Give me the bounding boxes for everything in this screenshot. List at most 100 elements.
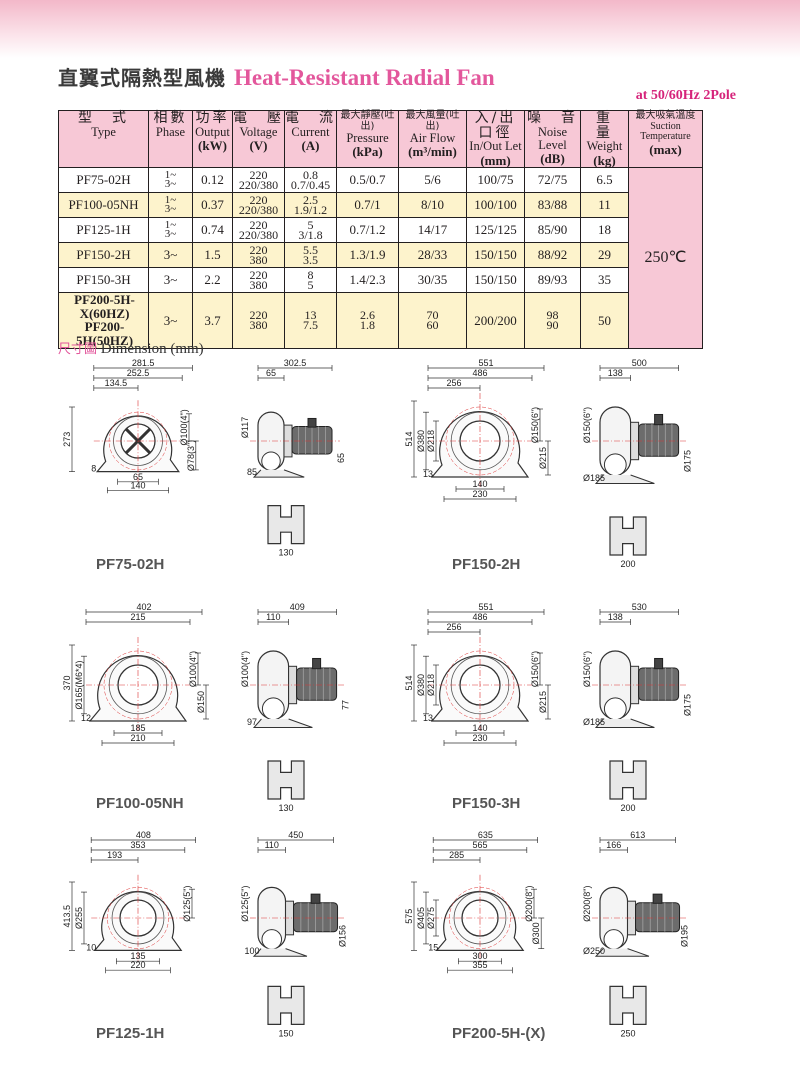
table-cell: 0.7/1 xyxy=(336,192,399,219)
dimension-label: 13 xyxy=(423,469,433,479)
dimension-label: Ø150(6") xyxy=(582,407,592,443)
table-cell: 85/90 xyxy=(524,217,581,244)
column-label-en: Output xyxy=(195,124,230,139)
model-label: PF75-02H xyxy=(96,556,165,573)
table-cell: 50 xyxy=(580,292,629,349)
dimension-label: 130 xyxy=(278,803,293,813)
dimension-label: Ø125(5") xyxy=(240,885,250,921)
dimension-label: Ø380 xyxy=(416,674,426,696)
dimension-label: 65 xyxy=(266,368,276,378)
dimension-label: 230 xyxy=(472,733,487,743)
dimension-label: Ø250 xyxy=(583,946,605,956)
dimension-label: Ø218 xyxy=(426,430,436,452)
dimension-label: Ø255 xyxy=(74,907,84,929)
model-label: PF150-3H xyxy=(452,795,521,812)
dimension-label: 486 xyxy=(472,368,487,378)
dimension-label: 250 xyxy=(620,1028,635,1038)
header-band xyxy=(0,0,800,58)
table-cell: PF200-5H-X(60HZ)PF200-5H(50HZ) xyxy=(58,292,149,349)
dimension-label: Ø100(4") xyxy=(179,409,189,445)
table-cell: 0.37 xyxy=(192,192,233,219)
dimension-label: 281.5 xyxy=(132,358,155,368)
dimension-label: 514 xyxy=(404,675,414,690)
dimension-label: 302.5 xyxy=(284,358,307,368)
model-label: PF100-05NH xyxy=(96,795,184,812)
column-label-en: Current xyxy=(291,124,330,139)
column-label-zh: 電 流 xyxy=(285,110,336,126)
column-label-zh: 噪 音 xyxy=(527,110,578,126)
dimension-label: 140 xyxy=(130,480,145,490)
column-unit: (kW) xyxy=(198,137,227,153)
table-cell: 89/93 xyxy=(524,267,581,294)
dimension-label: 252.5 xyxy=(127,368,150,378)
column-label-zh: 最大風量(吐出) xyxy=(405,110,460,132)
column-label-zh: 型 式 xyxy=(78,110,129,126)
base-foot xyxy=(267,505,305,545)
column-label-en: In/Out Let xyxy=(469,139,522,154)
dimension-label: 65 xyxy=(133,472,143,482)
dimension-label: 551 xyxy=(478,358,493,368)
table-cell: 83/88 xyxy=(524,192,581,219)
table-cell: 150/150 xyxy=(466,242,525,269)
dimension-label: Ø150(6") xyxy=(530,651,540,687)
dimension-label: 565 xyxy=(472,840,487,850)
dimension-label: 635 xyxy=(478,830,493,840)
dimension-label: 110 xyxy=(265,840,279,850)
dimension-heading-zh: 尺寸圖 xyxy=(58,342,98,357)
table-cell: 72/75 xyxy=(524,167,581,194)
dimension-label: 355 xyxy=(472,960,487,970)
dimension-label: 500 xyxy=(632,358,647,368)
table-cell: 1~3~ xyxy=(148,217,193,244)
dimension-label: 273 xyxy=(62,432,72,447)
dimension-label: Ø125(5") xyxy=(182,885,192,921)
dimension-label: Ø300 xyxy=(531,922,541,944)
dimension-label: Ø100(4") xyxy=(240,651,250,687)
table-cell: 88/92 xyxy=(524,242,581,269)
base-foot xyxy=(267,985,305,1025)
dimension-label: 134.5 xyxy=(105,378,128,388)
dimension-label: 85 xyxy=(247,467,257,477)
column-unit: (max) xyxy=(649,141,682,157)
column-label-zh: 相數 xyxy=(153,110,188,126)
dimension-label: 15 xyxy=(428,942,438,952)
dimension-label: 530 xyxy=(632,602,647,612)
table-cell: 150/150 xyxy=(466,267,525,294)
dimension-label: 370 xyxy=(62,675,72,690)
column-unit: (kPa) xyxy=(352,144,383,160)
dimension-label: 13 xyxy=(423,713,433,723)
table-cell: 1.4/2.3 xyxy=(336,267,399,294)
table-cell: 18 xyxy=(580,217,629,244)
dimension-heading-en: Dimension (mm) xyxy=(100,341,204,357)
base-foot xyxy=(609,760,647,800)
column-label-en: Type xyxy=(91,124,116,139)
column-unit: (V) xyxy=(249,137,268,153)
dimension-label: Ø218 xyxy=(426,674,436,696)
dimension-label: 256 xyxy=(446,622,461,632)
dimension-label: 185 xyxy=(130,723,145,733)
dimension-label: Ø200(8") xyxy=(582,885,592,921)
base-foot xyxy=(609,985,647,1025)
dimension-label: 613 xyxy=(630,830,645,840)
dimension-label: 140 xyxy=(472,723,487,733)
dimension-label: 230 xyxy=(472,489,487,499)
dimension-label: 450 xyxy=(288,830,303,840)
column-label-zh: 最大靜壓(吐出) xyxy=(340,110,395,132)
frequency-note: at 50/60Hz 2Pole xyxy=(635,88,736,103)
